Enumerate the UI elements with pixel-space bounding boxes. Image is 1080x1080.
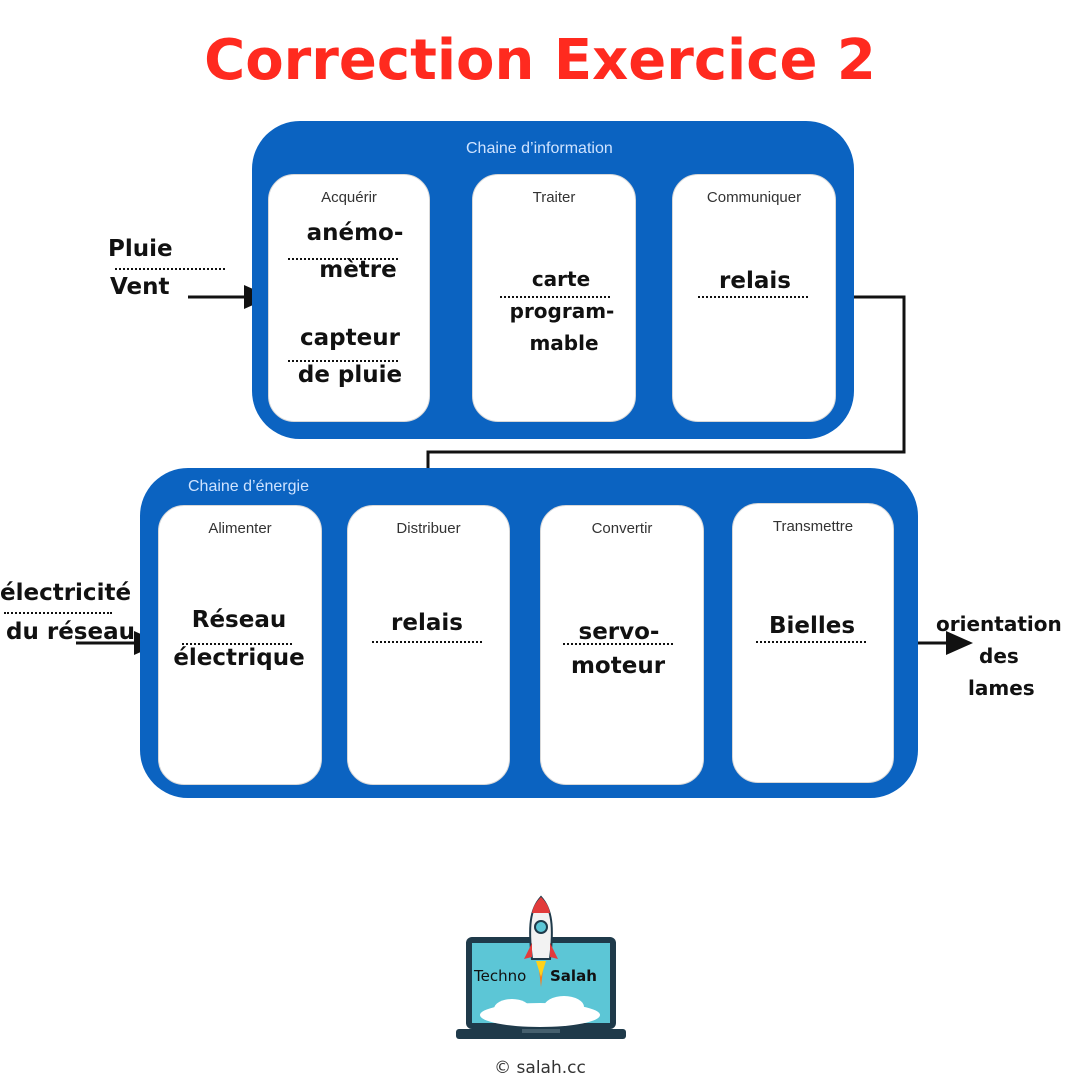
information-chain-title: Chaine d’information xyxy=(466,140,613,157)
answer-line xyxy=(698,296,808,298)
answer-moteur: moteur xyxy=(570,653,666,679)
answer-mable: mable xyxy=(529,331,599,355)
box-communiquer: Communiquer xyxy=(672,174,836,422)
input-vent: Vent xyxy=(110,274,170,300)
answer-line xyxy=(288,258,398,260)
answer-line xyxy=(4,612,112,614)
answer-relais-energy: relais xyxy=(391,610,463,636)
answer-capteur: capteur xyxy=(300,325,400,351)
answer-line xyxy=(115,268,225,270)
copyright: © salah.cc xyxy=(494,1058,586,1078)
answer-de-pluie: de pluie xyxy=(297,362,403,388)
answer-line xyxy=(182,643,292,645)
logo-word-salah: Salah xyxy=(550,967,597,985)
output-lames: lames xyxy=(968,676,1035,700)
box-label-communiquer: Communiquer xyxy=(706,189,802,206)
answer-reseau: Réseau xyxy=(191,607,287,633)
energy-chain-title: Chaine d’énergie xyxy=(188,478,309,495)
answer-line xyxy=(563,643,673,645)
box-label-traiter: Traiter xyxy=(532,189,576,206)
input-electricite: électricité xyxy=(0,580,132,606)
answer-line xyxy=(372,641,482,643)
answer-electrique: électrique xyxy=(173,645,305,671)
answer-bielles: Bielles xyxy=(768,613,856,639)
box-distribuer: Distribuer xyxy=(347,505,510,785)
answer-line xyxy=(756,641,866,643)
box-convertir: Convertir xyxy=(540,505,704,785)
answer-relais-info: relais xyxy=(719,268,791,294)
box-label-convertir: Convertir xyxy=(591,520,653,537)
page-title: Correction Exercice 2 xyxy=(204,28,876,93)
logo-word-techno: Techno xyxy=(474,967,527,985)
input-du-reseau: du réseau xyxy=(6,619,135,645)
box-alimenter: Alimenter xyxy=(158,505,322,785)
answer-line xyxy=(500,296,610,298)
answer-program: program- xyxy=(509,299,615,323)
answer-carte: carte xyxy=(531,267,591,291)
box-label-distribuer: Distribuer xyxy=(396,520,461,537)
answer-anemo: anémo- xyxy=(306,220,404,246)
output-des: des xyxy=(979,644,1019,668)
box-traiter: Traiter xyxy=(472,174,636,422)
output-orientation: orientation xyxy=(936,612,1062,636)
box-label-alimenter: Alimenter xyxy=(208,520,272,537)
box-label-transmettre: Transmettre xyxy=(772,518,854,535)
answer-servo: servo- xyxy=(578,619,660,645)
box-transmettre: Transmettre xyxy=(732,503,894,783)
input-pluie: Pluie xyxy=(108,236,173,262)
answer-line xyxy=(288,360,398,362)
answer-metre: mètre xyxy=(319,257,397,283)
techno-salah-logo: Techno Salah xyxy=(452,895,630,1050)
box-acquerir: Acquérir xyxy=(268,174,430,422)
laptop-rocket-icon xyxy=(456,895,626,1039)
box-label-acquerir: Acquérir xyxy=(321,189,377,206)
